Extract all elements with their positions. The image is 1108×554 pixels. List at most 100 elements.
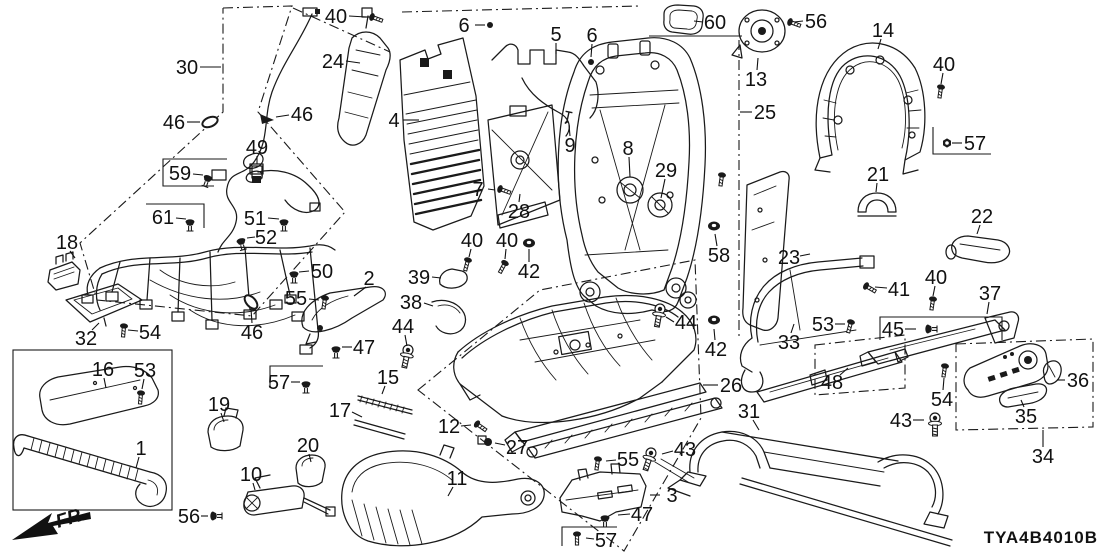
bracket-61 bbox=[146, 203, 205, 228]
callout-leader-41 bbox=[874, 286, 888, 289]
part-callout-13: 13 bbox=[745, 69, 767, 91]
part-callout-24: 24 bbox=[322, 51, 344, 73]
callout-leader-14 bbox=[877, 38, 882, 50]
crossmember-art bbox=[667, 430, 953, 547]
seat-pan-art bbox=[341, 444, 545, 547]
part-callout-16: 16 bbox=[92, 359, 114, 381]
part-callout-5: 5 bbox=[550, 24, 561, 46]
callout-leader-35 bbox=[1020, 399, 1025, 408]
callout-leader-40 bbox=[468, 248, 472, 258]
part-callout-46: 46 bbox=[241, 322, 263, 344]
cushion-region-box bbox=[417, 259, 702, 552]
part-callout-32: 32 bbox=[75, 328, 97, 350]
part-callout-42: 42 bbox=[518, 261, 540, 283]
part-callout-33: 33 bbox=[778, 332, 800, 354]
callout-leader-15 bbox=[381, 385, 386, 395]
callout-leader-57 bbox=[585, 537, 595, 540]
part-callout-48: 48 bbox=[821, 372, 843, 394]
part-callout-25: 25 bbox=[754, 102, 776, 124]
part-callout-10: 10 bbox=[240, 464, 262, 486]
callout-leader-23 bbox=[799, 253, 811, 257]
part-callout-56: 56 bbox=[805, 11, 827, 33]
callout-leader-32 bbox=[91, 322, 100, 331]
fr-arrow-icon bbox=[12, 512, 91, 540]
part-callout-19: 19 bbox=[208, 394, 230, 416]
part-callout-30: 30 bbox=[176, 57, 198, 79]
slide-motor-art bbox=[207, 407, 336, 517]
part-callout-40: 40 bbox=[925, 267, 947, 289]
callout-leader-9 bbox=[568, 124, 571, 137]
part-callout-40: 40 bbox=[933, 54, 955, 76]
recliner-cover-art bbox=[739, 170, 875, 393]
wire-harness-art bbox=[81, 7, 336, 355]
callout-leader-42 bbox=[713, 328, 716, 341]
part-callout-18: 18 bbox=[56, 232, 78, 254]
callout-leader-19 bbox=[220, 412, 225, 423]
part-callout-57: 57 bbox=[595, 530, 617, 552]
rail48-region-box bbox=[814, 334, 906, 396]
part-callout-54: 54 bbox=[931, 389, 953, 411]
callout-leader-29 bbox=[660, 178, 666, 199]
callout-leader-53 bbox=[141, 378, 145, 390]
fasteners-art bbox=[118, 11, 951, 546]
part-callout-49: 49 bbox=[246, 137, 268, 159]
part-callout-26: 26 bbox=[720, 375, 742, 397]
board-region-top bbox=[401, 5, 641, 13]
part-callout-23: 23 bbox=[778, 247, 800, 269]
switch-panel-art bbox=[963, 343, 1062, 408]
part-callout-41: 41 bbox=[888, 279, 910, 301]
part-callout-20: 20 bbox=[297, 435, 319, 457]
side-trim-rail-art bbox=[756, 311, 1020, 403]
part-callout-61: 61 bbox=[152, 207, 174, 229]
part-callout-6: 6 bbox=[458, 15, 469, 37]
seat-back-frame-art bbox=[557, 37, 707, 315]
bracket-57-mid bbox=[269, 365, 323, 388]
callout-leader-7 bbox=[487, 188, 496, 191]
part-callout-31: 31 bbox=[738, 401, 760, 423]
callout-leader-18 bbox=[69, 250, 76, 259]
part-callout-1: 1 bbox=[135, 438, 146, 460]
part-callout-15: 15 bbox=[377, 367, 399, 389]
part-callout-44: 44 bbox=[675, 312, 697, 334]
part-callout-21: 21 bbox=[867, 164, 889, 186]
callout-leader-55 bbox=[308, 298, 320, 301]
part-callout-55: 55 bbox=[617, 449, 639, 471]
airbag-module-art bbox=[337, 7, 391, 146]
callout-leader-60 bbox=[693, 20, 704, 23]
lumbar-wire-art bbox=[491, 43, 599, 137]
part-callout-9: 9 bbox=[564, 135, 575, 157]
part-callout-8: 8 bbox=[622, 138, 633, 160]
callout-leader-13 bbox=[756, 57, 759, 71]
part-callout-43: 43 bbox=[674, 439, 696, 461]
part-callout-56: 56 bbox=[178, 506, 200, 528]
callout-leader-33 bbox=[790, 323, 795, 334]
part-callout-59: 59 bbox=[169, 163, 191, 185]
part-callout-52: 52 bbox=[255, 227, 277, 249]
callout-leader-46 bbox=[250, 308, 253, 324]
part-callout-29: 29 bbox=[655, 160, 677, 182]
callout-leader-47 bbox=[617, 513, 631, 516]
part-callout-37: 37 bbox=[979, 283, 1001, 305]
part-callout-3: 3 bbox=[666, 485, 677, 507]
diagram-code: TYA4B4010B bbox=[984, 528, 1098, 547]
callout-leader-44 bbox=[404, 334, 408, 347]
part-callout-57: 57 bbox=[268, 372, 290, 394]
ecu-and-pad-art bbox=[47, 251, 143, 327]
callout-leader-39 bbox=[431, 276, 442, 279]
bracket-57-top bbox=[932, 127, 991, 155]
fr-label: FR. bbox=[53, 504, 88, 533]
callout-leader-22 bbox=[976, 224, 981, 235]
part-callout-60: 60 bbox=[704, 12, 726, 34]
part-callout-51: 51 bbox=[244, 208, 266, 230]
part-callout-58: 58 bbox=[708, 245, 730, 267]
part-callout-45: 45 bbox=[882, 319, 904, 341]
callout-leader-11 bbox=[447, 486, 454, 497]
bracket-59 bbox=[162, 158, 227, 187]
part-callout-46: 46 bbox=[163, 112, 185, 134]
part-callout-27: 27 bbox=[506, 437, 528, 459]
part-callout-40: 40 bbox=[496, 230, 518, 252]
callout-leader-27 bbox=[494, 442, 506, 446]
part-callout-2: 2 bbox=[363, 268, 374, 290]
part-callout-4: 4 bbox=[388, 110, 399, 132]
